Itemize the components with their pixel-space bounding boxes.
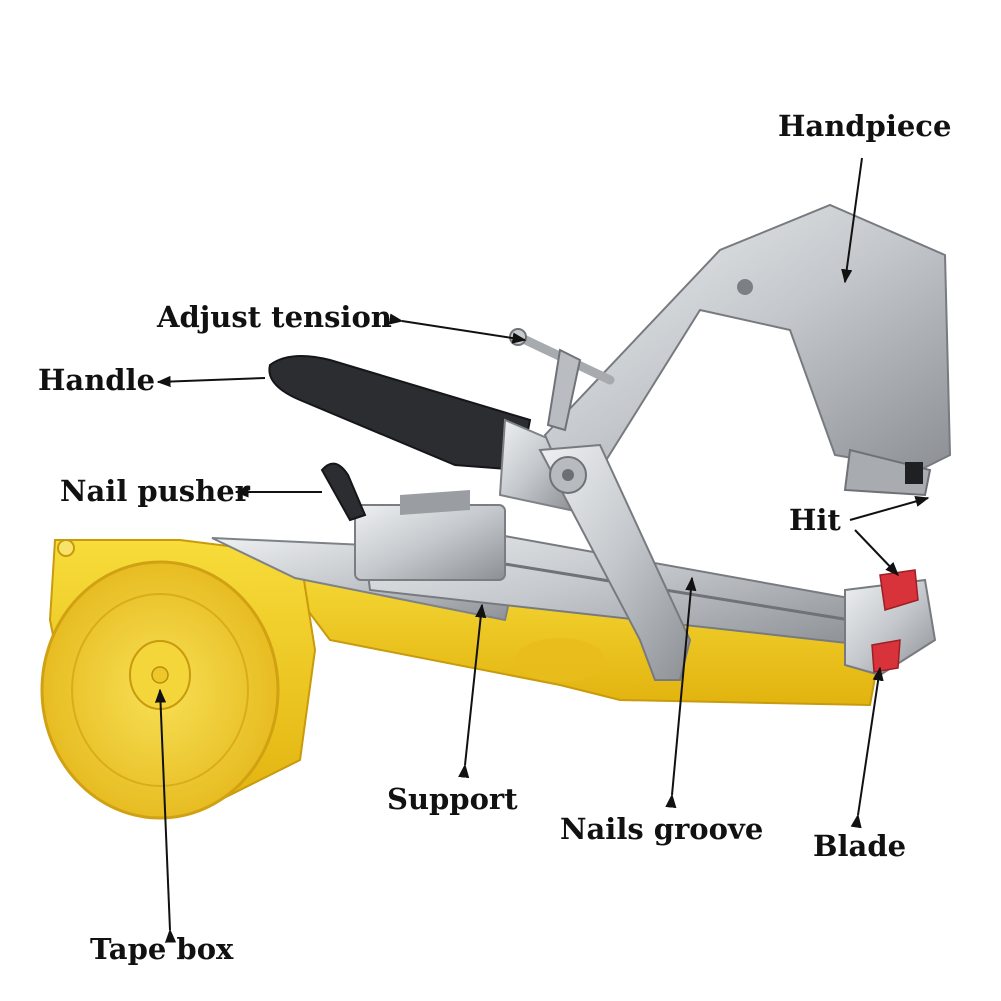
label-tape-box: Tape box	[90, 932, 234, 966]
nail-pusher-lever	[320, 462, 470, 522]
label-handpiece: Handpiece	[778, 109, 952, 143]
label-nails-groove: Nails groove	[560, 812, 764, 846]
label-adjust-tension: Adjust tension	[157, 300, 392, 334]
label-support: Support	[387, 782, 518, 816]
handpiece-arm	[543, 203, 952, 497]
label-handle: Handle	[38, 363, 156, 397]
lever-arm	[538, 443, 692, 681]
label-nail-pusher: Nail pusher	[60, 474, 250, 508]
label-blade: Blade	[813, 829, 907, 863]
grip-handle	[268, 355, 577, 512]
tape-box	[40, 539, 317, 820]
blade-head	[844, 569, 937, 677]
label-hit: Hit	[789, 503, 841, 537]
leader-lines	[154, 157, 930, 943]
